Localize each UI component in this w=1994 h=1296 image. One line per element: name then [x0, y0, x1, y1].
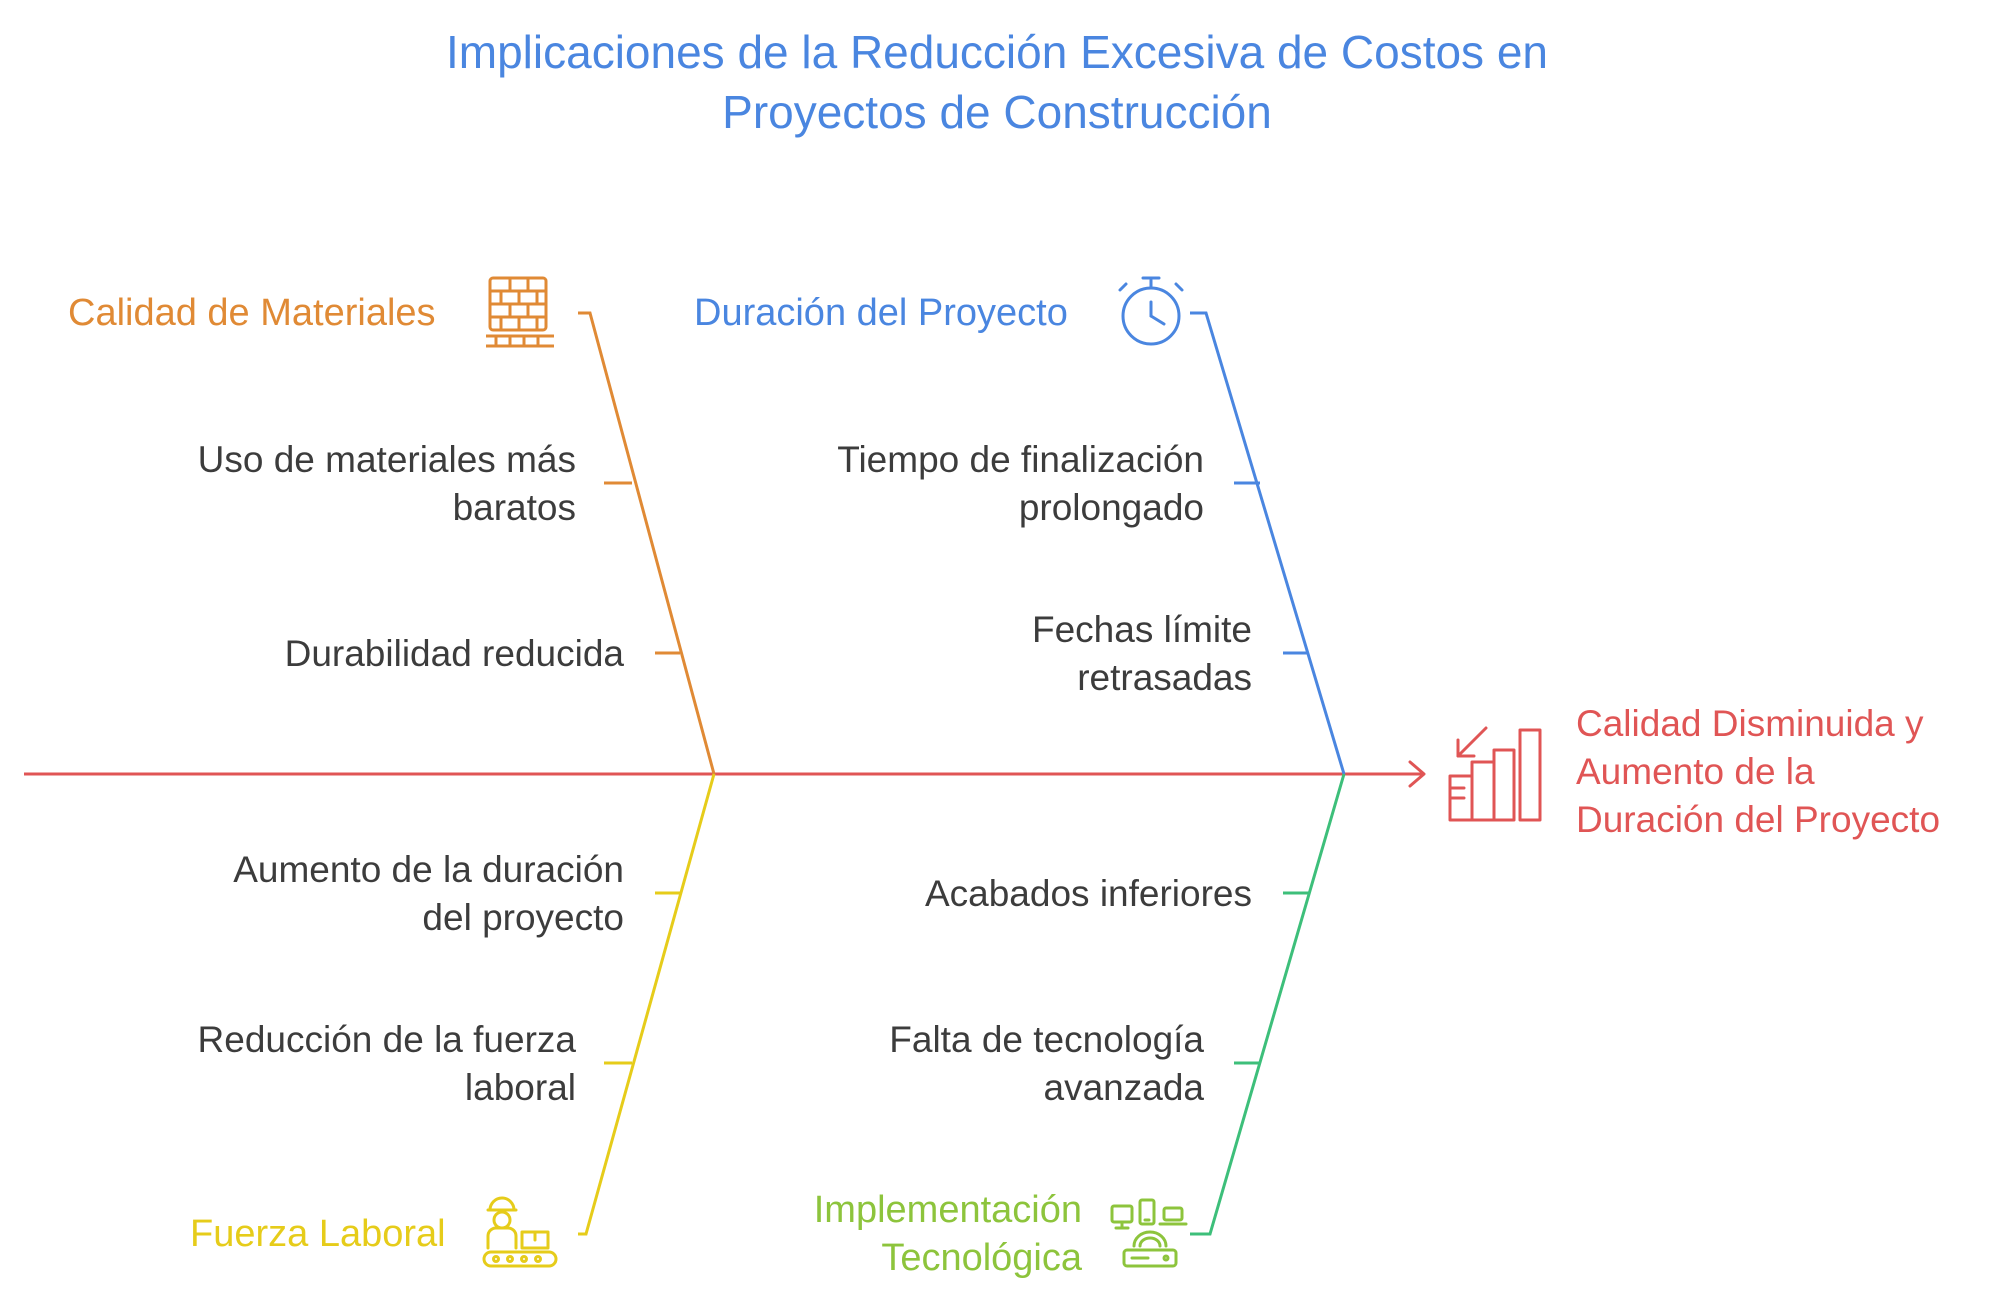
cause-duracion-2: Fechas límite retrasadas [1031, 609, 1252, 698]
connected-devices-icon [1110, 1198, 1188, 1268]
title-line-1: Implicaciones de la Reducción Excesiva d… [445, 26, 1549, 78]
cause-fuerza-2: Reducción de la fuerza laboral [197, 1019, 576, 1108]
stopwatch-icon [1118, 276, 1184, 346]
spine-arrowhead [1408, 760, 1426, 788]
worker-conveyor-icon [482, 1196, 558, 1268]
cause-tecnologia-1: Acabados inferiores [924, 873, 1252, 914]
cause-fuerza-1: Aumento de la duración del proyecto [233, 849, 624, 938]
category-label-tecnologia: Implementación Tecnológica [813, 1189, 1082, 1279]
brick-wall-icon [486, 276, 554, 348]
cause-tecnologia-2: Falta de tecnología avanzada [889, 1019, 1204, 1108]
diagram-title: Implicaciones de la Reducción Excesiva d… [0, 22, 1994, 142]
effect-label: Calidad Disminuida y Aumento de la Durac… [1576, 703, 1941, 840]
declining-bar-chart-icon [1448, 726, 1542, 822]
cause-duracion-1: Tiempo de finalización prolongado [837, 439, 1204, 528]
bone-fuerza [578, 773, 716, 1236]
category-label-fuerza: Fuerza Laboral [190, 1213, 446, 1255]
category-label-materiales: Calidad de Materiales [68, 292, 436, 334]
cause-materiales-1: Uso de materiales más baratos [197, 439, 576, 528]
cause-materiales-2: Durabilidad reducida [284, 633, 624, 674]
bone-materiales [578, 311, 716, 775]
bone-duracion [1190, 311, 1346, 775]
category-label-duracion: Duración del Proyecto [694, 292, 1068, 334]
title-line-2: Proyectos de Construcción [722, 86, 1272, 138]
bone-tecnologia [1190, 773, 1346, 1236]
